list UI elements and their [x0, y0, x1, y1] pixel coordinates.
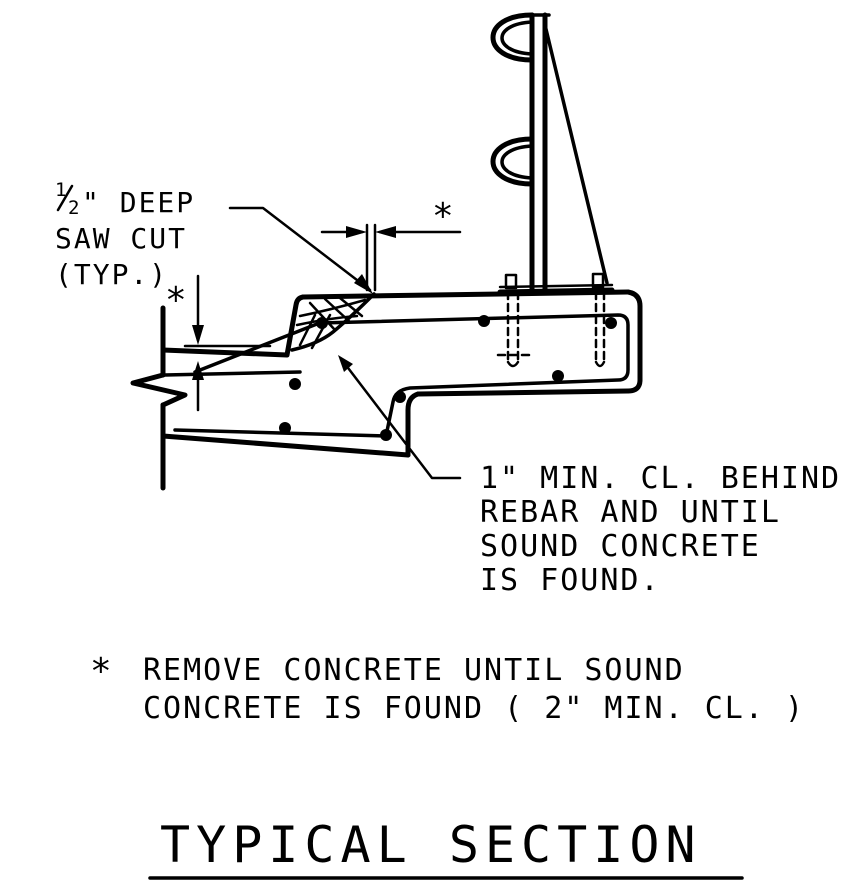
general-note: * REMOVE CONCRETE UNTIL SOUND CONCRETE I…	[90, 651, 805, 726]
anchor-bolts	[496, 272, 606, 368]
clearance-note: 1" MIN. CL. BEHIND REBAR AND UNTIL SOUND…	[480, 461, 841, 598]
saw-cut-fraction-numerator: 1	[55, 179, 68, 201]
clearance-note-line-3: SOUND CONCRETE	[480, 529, 761, 564]
clearance-leader	[338, 355, 462, 480]
railing-post	[490, 12, 615, 368]
clearance-note-line-2: REBAR AND UNTIL	[480, 495, 781, 530]
lower-rail-element	[490, 136, 535, 187]
title-text: TYPICAL SECTION	[160, 816, 702, 874]
saw-cut-line-3: (TYP.)	[55, 258, 168, 291]
asterisk-left: *	[165, 280, 189, 321]
saw-cut-leader	[228, 206, 373, 294]
upper-rail-element	[490, 12, 535, 63]
general-note-asterisk: *	[90, 651, 114, 692]
deck-section	[130, 289, 643, 491]
general-note-line-2: CONCRETE IS FOUND ( 2" MIN. CL. )	[143, 691, 805, 726]
dimension-left-asterisk	[183, 274, 272, 412]
concrete-removal-area	[290, 292, 376, 352]
section-title: TYPICAL SECTION	[148, 816, 744, 880]
clearance-note-line-1: 1" MIN. CL. BEHIND	[480, 461, 841, 496]
saw-cut-line-2: SAW CUT	[55, 222, 187, 255]
asterisk-top: *	[432, 196, 456, 237]
saw-cut-fraction-denominator: 2	[68, 197, 81, 219]
saw-cut-callout: 1 2 " DEEP SAW CUT (TYP.)	[55, 179, 195, 291]
general-note-line-1: REMOVE CONCRETE UNTIL SOUND	[143, 653, 685, 688]
dimension-top-asterisk	[320, 226, 462, 238]
clearance-note-line-4: IS FOUND.	[480, 563, 661, 598]
saw-cut-line-1: " DEEP	[82, 186, 195, 219]
